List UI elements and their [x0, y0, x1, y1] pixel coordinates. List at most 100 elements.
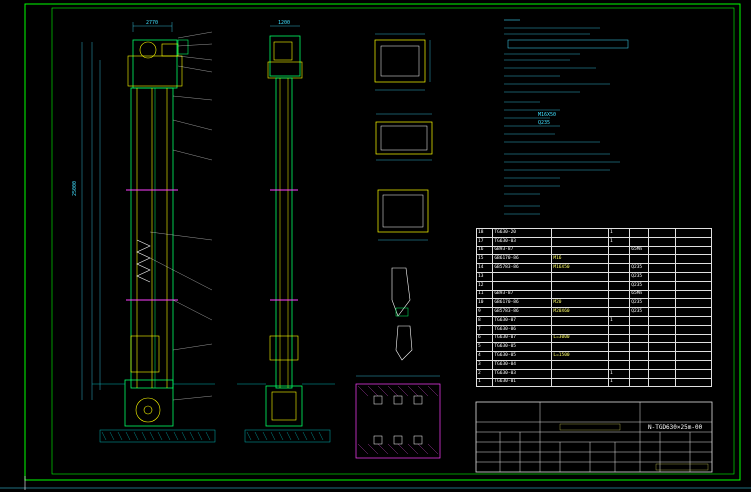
table-cell-qty: [607, 359, 631, 370]
table-cell-name: [551, 228, 609, 238]
table-cell-qty: 1: [607, 315, 631, 326]
table-cell-mat: [629, 351, 650, 361]
table-cell-no: 3: [475, 359, 494, 370]
dim-total-height: 25000: [72, 180, 78, 196]
table-cell-name: [551, 236, 609, 247]
table-cell-mat: Q235: [629, 298, 650, 309]
table-cell-wt: [648, 236, 676, 247]
table-cell-code: TG630-20: [492, 228, 553, 238]
table-cell-name: L=3000: [551, 333, 609, 344]
table-cell-code: TG630-04: [492, 359, 553, 370]
table-cell-qty: [607, 289, 631, 300]
table-cell-name: M20: [551, 298, 609, 309]
table-cell-qty: [607, 254, 631, 265]
table-cell-wt: [648, 298, 676, 309]
table-cell-wt: [648, 342, 676, 353]
table-cell-qty: [607, 298, 631, 309]
table-cell-qty: [607, 333, 631, 344]
table-cell-no: 4: [475, 351, 494, 361]
table-cell-code: GB6170-86: [492, 298, 553, 309]
table-cell-wt: [648, 289, 676, 300]
table-cell-no: 18: [475, 228, 494, 238]
table-cell-no: 8: [475, 315, 494, 326]
table-cell-no: 14: [475, 263, 494, 273]
inner-frame: [51, 7, 735, 475]
technical-notes: [504, 19, 629, 215]
table-cell-mat: [629, 324, 650, 335]
table-cell-wt: [648, 254, 676, 265]
table-cell-remark: [674, 333, 713, 344]
technical-note-b: Q235: [538, 120, 551, 126]
table-cell-code: TG630-03: [492, 368, 553, 379]
table-cell-name: [551, 280, 609, 291]
table-cell-name: M20X60: [551, 307, 609, 317]
table-cell-remark: [674, 245, 713, 256]
table-cell-mat: [629, 342, 650, 353]
table-cell-qty: [607, 245, 631, 256]
side-view: [237, 25, 335, 443]
table-cell-mat: 65Mn: [629, 245, 650, 256]
table-cell-remark: [674, 236, 713, 247]
table-cell-code: TG630-05: [492, 351, 553, 361]
title-block: [475, 401, 713, 473]
table-cell-name: [551, 377, 609, 388]
table-cell-code: [492, 271, 553, 282]
table-cell-wt: [648, 333, 676, 344]
table-cell-code: TG630-07: [492, 333, 553, 344]
table-cell-wt: [648, 359, 676, 370]
table-cell-remark: [674, 263, 713, 273]
table-cell-remark: [674, 368, 713, 379]
table-cell-name: [551, 342, 609, 353]
table-cell-mat: [629, 377, 650, 388]
section-details: [355, 33, 441, 459]
table-cell-no: 7: [475, 324, 494, 335]
table-cell-name: [551, 271, 609, 282]
dim-top-width: 2770: [146, 20, 159, 26]
table-cell-mat: [629, 359, 650, 370]
table-cell-no: 6: [475, 333, 494, 344]
table-cell-code: GB5783-86: [492, 307, 553, 317]
table-cell-wt: [648, 271, 676, 282]
table-cell-mat: [629, 315, 650, 326]
table-cell-qty: [607, 263, 631, 273]
table-cell-qty: [607, 280, 631, 291]
table-cell-remark: [674, 271, 713, 282]
table-cell-remark: [674, 298, 713, 309]
table-cell-code: TG630-03: [492, 236, 553, 247]
table-cell-mat: [629, 228, 650, 238]
table-cell-mat: [629, 236, 650, 247]
drawing-code: N-TGD630×25m-00: [648, 424, 703, 431]
table-cell-name: [551, 245, 609, 256]
table-cell-code: GB93-87: [492, 245, 553, 256]
table-cell-mat: [629, 254, 650, 265]
table-cell-mat: Q235: [629, 280, 650, 291]
table-cell-mat: Q235: [629, 263, 650, 273]
technical-note-a: M16X50: [538, 112, 557, 118]
table-cell-remark: [674, 342, 713, 353]
table-cell-no: 10: [475, 298, 494, 309]
table-cell-no: 11: [475, 289, 494, 300]
table-cell-qty: 1: [607, 377, 631, 388]
table-cell-remark: [674, 359, 713, 370]
table-cell-name: L=1500: [551, 351, 609, 361]
table-cell-mat: 65Mn: [629, 289, 650, 300]
table-cell-no: 16: [475, 245, 494, 256]
table-cell-wt: [648, 263, 676, 273]
table-cell-no: 2: [475, 368, 494, 379]
table-cell-mat: Q235: [629, 271, 650, 282]
table-cell-code: GB6170-86: [492, 254, 553, 265]
table-cell-remark: [674, 228, 713, 238]
dim-top-width-side: 1200: [278, 20, 291, 26]
